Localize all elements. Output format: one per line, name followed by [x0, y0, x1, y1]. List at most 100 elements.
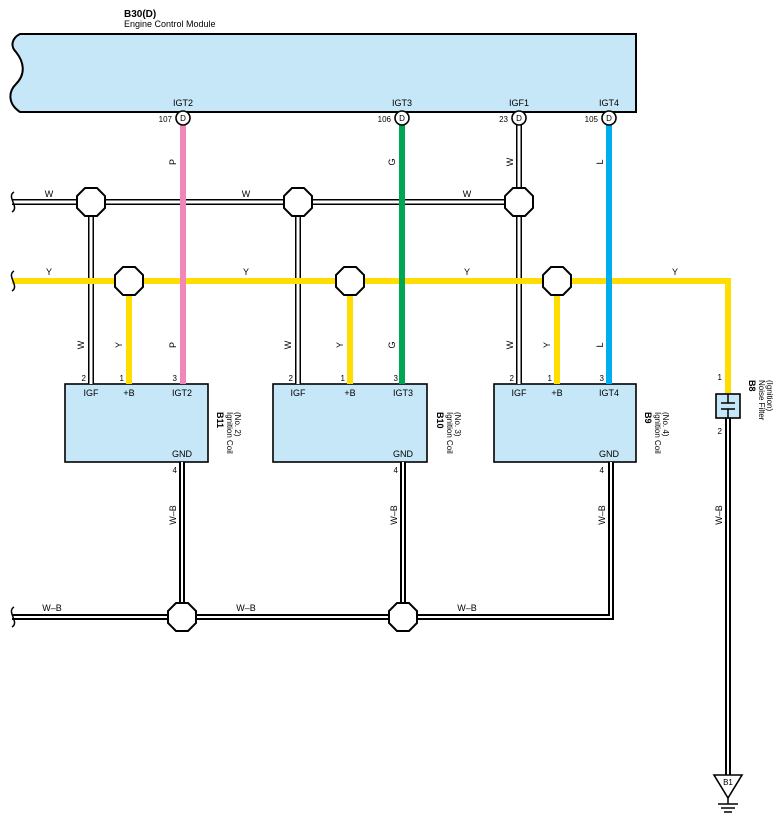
coil4-terminal-gnd: GND [599, 449, 620, 459]
ground-symbol: B1 [712, 774, 744, 813]
code-y-h1: Y [46, 267, 52, 277]
coil2-terminal-b: +B [123, 388, 134, 398]
coil2-pin-3: 3 [173, 374, 178, 383]
coil2-name: Ignition Coil [225, 412, 234, 454]
splice-w-1 [76, 187, 106, 217]
splice-y-1 [114, 266, 144, 296]
coil2-pin-4: 4 [173, 466, 178, 475]
ecm-pin-107: 107 [159, 115, 173, 124]
white-black-ground-bus [12, 418, 731, 775]
engine-control-module: B30(D) Engine Control Module IGT2 IGT3 I… [9, 9, 637, 124]
ecm-terminal-igt3: IGT3 [392, 98, 412, 108]
coil3-pin-1: 1 [341, 374, 346, 383]
code-g-v2: G [387, 341, 397, 348]
code-y-v3: Y [542, 342, 552, 348]
coil3-sub: (No. 3) [453, 412, 462, 437]
coil3-id: B10 [435, 412, 445, 429]
ecm-connector-igt3 [394, 110, 410, 126]
code-p-v1: P [168, 159, 178, 165]
coil4-pin-2: 2 [510, 374, 515, 383]
coil4-terminal-igt: IGT4 [599, 388, 619, 398]
ignition-coil-no4: IGF +B IGT4 GND 2 1 3 4 B9 Ignition Coil… [493, 374, 670, 475]
coil3-pin-3: 3 [394, 374, 399, 383]
code-w-h1: W [45, 189, 54, 199]
coil4-pin-4: 4 [600, 466, 605, 475]
coil3-pin-2: 2 [289, 374, 294, 383]
code-w-h3: W [463, 189, 472, 199]
ecm-terminal-igt2: IGT2 [173, 98, 193, 108]
noise-filter-id: B8 [747, 380, 757, 392]
coil3-name: Ignition Coil [445, 412, 454, 454]
noise-filter: 1 2 B8 Noise Filter (Ignition) [715, 373, 774, 436]
code-y-h4: Y [672, 267, 678, 277]
ecm-terminal-igf1: IGF1 [509, 98, 529, 108]
code-w-h2: W [242, 189, 251, 199]
coil4-sub: (No. 4) [661, 412, 670, 437]
ecm-id: B30(D) [124, 9, 156, 20]
ecm-name: Engine Control Module [124, 19, 216, 29]
coil3-terminal-gnd: GND [393, 449, 414, 459]
wire-codes: W W W Y Y Y Y W–B W–B W–B P P G G W L L … [42, 157, 724, 613]
noise-filter-pin-2: 2 [718, 427, 723, 436]
code-w-v2: W [76, 340, 86, 349]
splice-wb-2 [388, 602, 418, 632]
code-g-v1: G [387, 158, 397, 165]
coil2-id: B11 [215, 412, 225, 428]
coil2-pin-1: 1 [120, 374, 125, 383]
coil3-pin-4: 4 [394, 466, 399, 475]
splice-wb-1 [167, 602, 197, 632]
code-wb-h1: W–B [42, 603, 62, 613]
code-y-v1: Y [114, 342, 124, 348]
code-w-v3: W [283, 340, 293, 349]
coil2-terminal-gnd: GND [172, 449, 193, 459]
code-y-h2: Y [243, 267, 249, 277]
coil3-terminal-igf: IGF [291, 388, 307, 398]
splice-w-3 [504, 187, 534, 217]
coil2-pin-2: 2 [82, 374, 87, 383]
splice-w-2 [283, 187, 313, 217]
ecm-pin-23: 23 [499, 115, 508, 124]
code-l-v2: L [595, 342, 605, 347]
coil2-sub: (No. 2) [233, 412, 242, 437]
ecm-terminal-igt4: IGT4 [599, 98, 619, 108]
code-wb-v1: W–B [168, 505, 178, 525]
coil4-id: B9 [643, 412, 653, 424]
white-wire-bus [12, 118, 522, 384]
code-l-v1: L [595, 159, 605, 164]
splice-y-2 [335, 266, 365, 296]
noise-filter-sub: (Ignition) [765, 380, 774, 411]
wire-break-marks [10, 191, 16, 628]
code-w-v1: W [505, 157, 515, 166]
coil4-name: Ignition Coil [653, 412, 662, 454]
ecm-pin-105: 105 [585, 115, 599, 124]
code-wb-v4: W–B [714, 505, 724, 525]
coil3-terminal-igt: IGT3 [393, 388, 413, 398]
coil4-terminal-b: +B [551, 388, 562, 398]
code-wb-v3: W–B [597, 505, 607, 525]
coil4-pin-3: 3 [600, 374, 605, 383]
coil2-terminal-igt: IGT2 [172, 388, 192, 398]
coil2-terminal-igf: IGF [84, 388, 100, 398]
ignition-coil-no3: IGF +B IGT3 GND 2 1 3 4 B10 Ignition Coi… [272, 374, 462, 475]
code-y-h3: Y [464, 267, 470, 277]
ecm-connector-igt4 [601, 110, 617, 126]
code-wb-v2: W–B [389, 505, 399, 525]
noise-filter-pin-1: 1 [718, 373, 723, 382]
code-wb-h2: W–B [236, 603, 256, 613]
code-y-v2: Y [335, 342, 345, 348]
code-wb-h3: W–B [457, 603, 477, 613]
ecm-pin-106: 106 [378, 115, 392, 124]
coil3-terminal-b: +B [344, 388, 355, 398]
noise-filter-name: Noise Filter [757, 380, 766, 421]
ground-id: B1 [723, 778, 733, 787]
ecm-connector-igt2 [175, 110, 191, 126]
yellow-wire-bus [12, 278, 731, 394]
code-p-v2: P [168, 342, 178, 348]
ecm-connector-igf1 [511, 110, 527, 126]
ignition-coil-no2: IGF +B IGT2 GND 2 1 3 4 B11 Ignition Coi… [64, 374, 242, 475]
splice-y-3 [542, 266, 572, 296]
code-w-v4: W [505, 340, 515, 349]
coil4-terminal-igf: IGF [512, 388, 528, 398]
coil4-pin-1: 1 [548, 374, 553, 383]
